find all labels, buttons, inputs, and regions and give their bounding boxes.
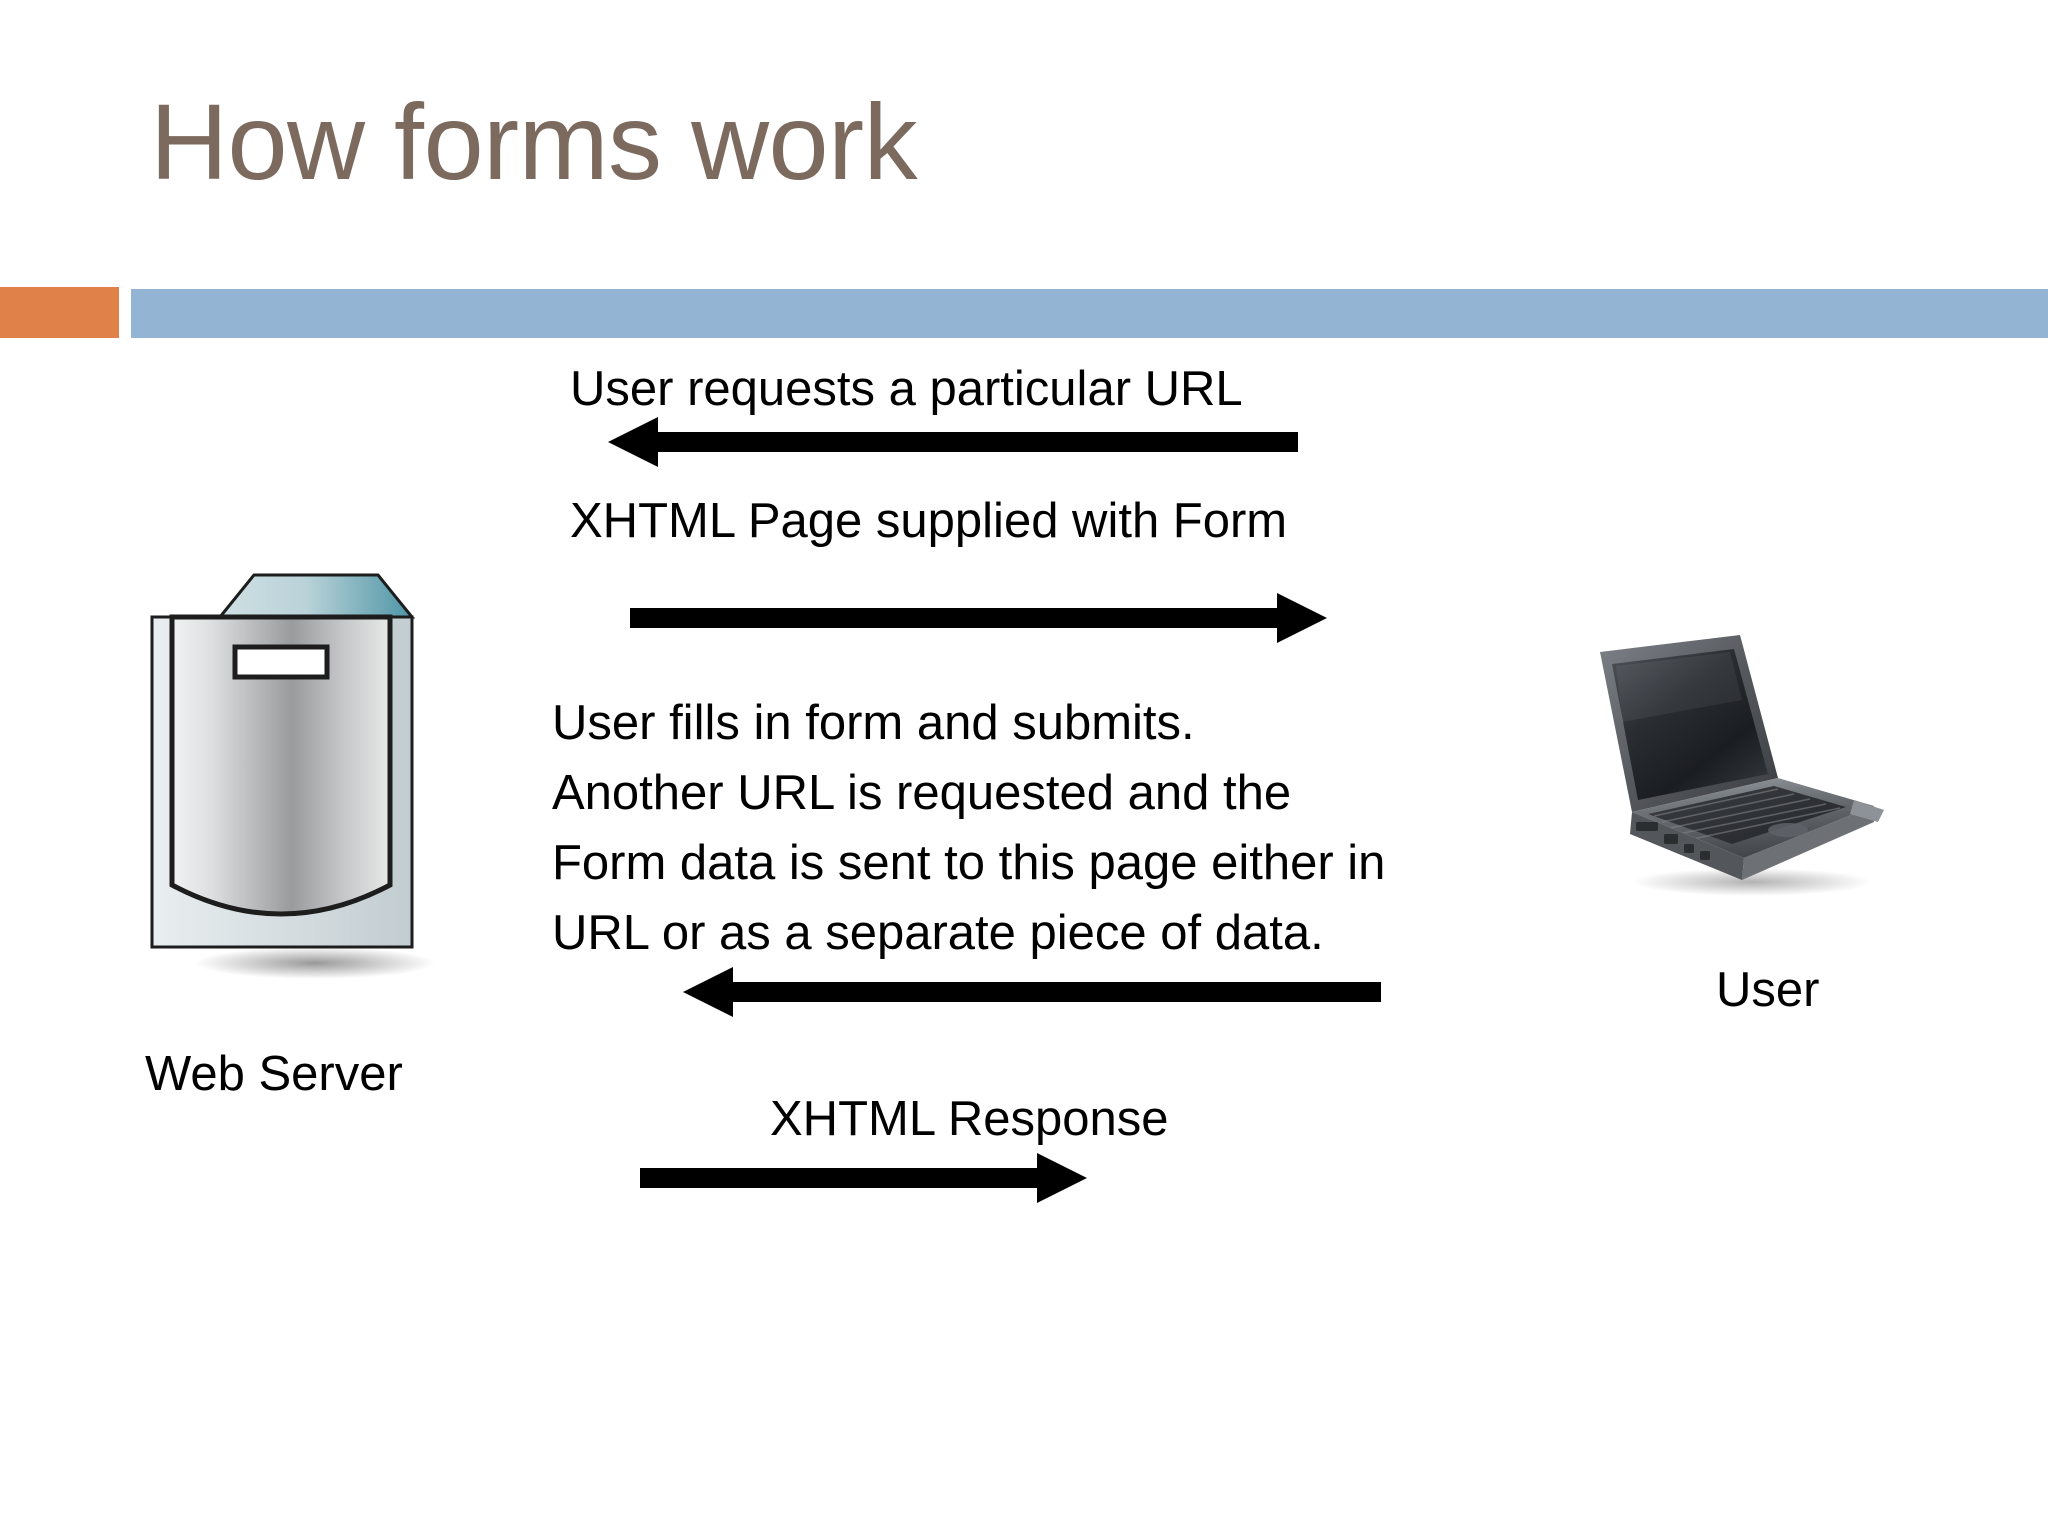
paragraph-line-1: User fills in form and submits.	[552, 696, 1195, 750]
laptop-icon	[1600, 635, 1884, 896]
server-tower-icon	[150, 573, 435, 979]
paragraph-line-2: Another URL is requested and the	[552, 766, 1292, 820]
message-label-4: XHTML Response	[770, 1092, 1169, 1146]
arrow-right-2	[630, 593, 1327, 643]
paragraph-line-4: URL or as a separate piece of data.	[552, 906, 1324, 960]
arrow-left-1	[608, 417, 1298, 467]
paragraph-line-3: Form data is sent to this page either in	[552, 836, 1386, 890]
node-label-web-server: Web Server	[145, 1047, 403, 1101]
accent-block	[0, 287, 119, 338]
message-label-1: User requests a particular URL	[570, 362, 1243, 416]
arrow-right-4	[640, 1153, 1087, 1203]
title-underline-bar	[131, 289, 2048, 338]
arrow-left-3	[683, 967, 1381, 1017]
node-label-user: User	[1716, 963, 1820, 1017]
page-title: How forms work	[150, 81, 918, 202]
message-label-3: User fills in form and submits. Another …	[552, 688, 1552, 968]
message-label-2: XHTML Page supplied with Form	[570, 494, 1288, 548]
